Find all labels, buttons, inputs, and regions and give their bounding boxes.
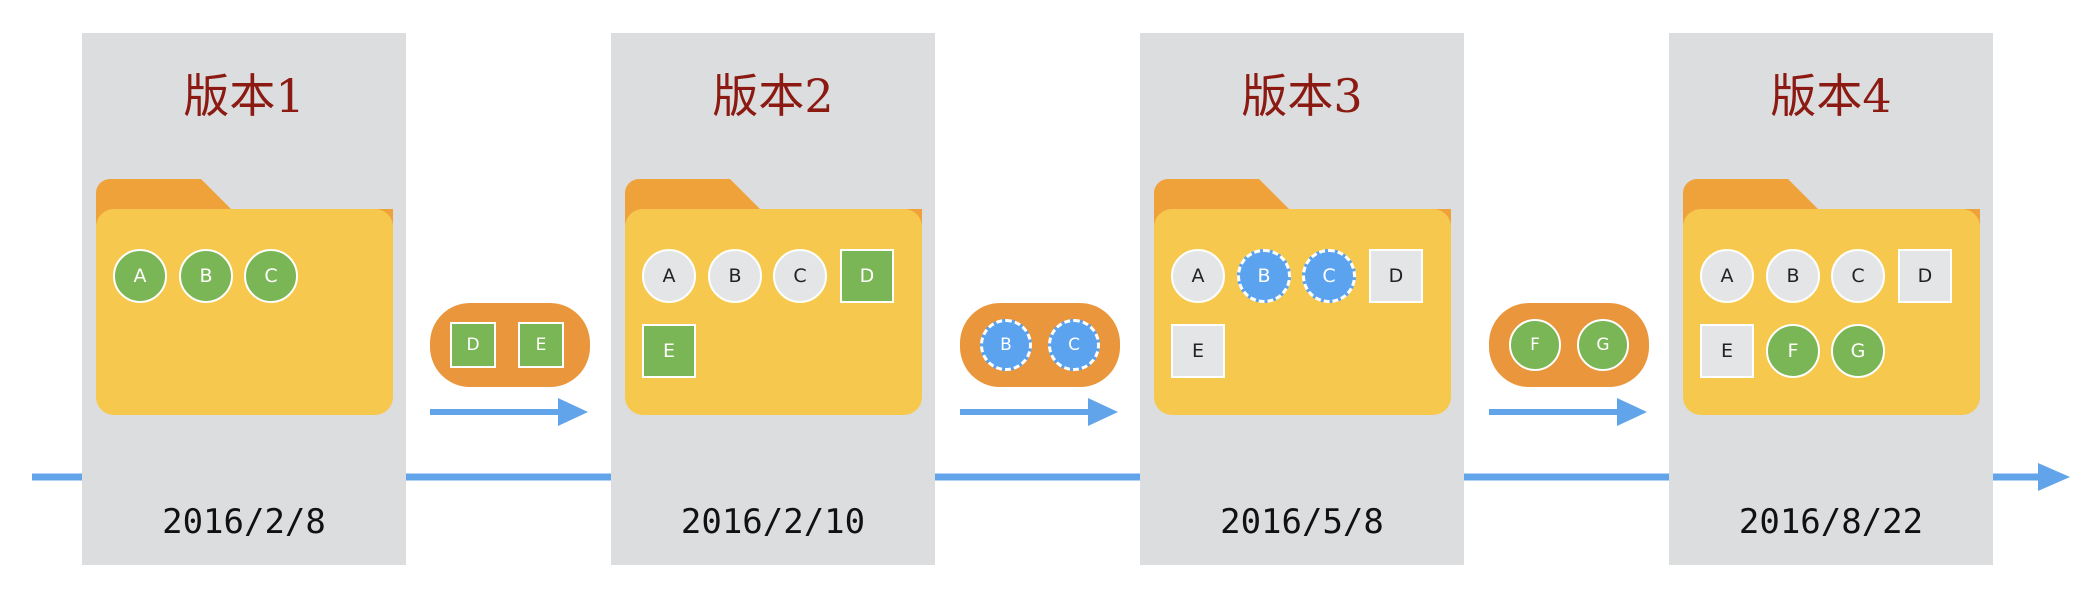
version-date: 2016/5/8: [1140, 505, 1464, 539]
file-circle-b: B: [708, 249, 762, 303]
folder-icon: ABCD EFG: [1683, 179, 1980, 415]
file-circle-f: F: [1766, 324, 1820, 378]
file-circle-b: B: [179, 249, 233, 303]
version-date: 2016/2/8: [82, 505, 406, 539]
folder-icon: ABCD E: [1154, 179, 1451, 415]
change-bubble-1: DE: [430, 303, 590, 387]
change-arrowhead-1: [558, 398, 588, 426]
change-square-e: E: [518, 322, 564, 368]
version-title: 版本1: [82, 73, 406, 119]
version-date: 2016/8/22: [1669, 505, 1993, 539]
version-column-3: 版本3ABCD E 2016/5/8: [1140, 33, 1464, 565]
change-square-d: D: [450, 322, 496, 368]
file-circle-a: A: [1700, 249, 1754, 303]
file-circle-b: B: [1237, 249, 1291, 303]
version-column-1: 版本1ABC 2016/2/8: [82, 33, 406, 565]
version-title: 版本4: [1669, 73, 1993, 119]
version-column-2: 版本2ABCD E 2016/2/10: [611, 33, 935, 565]
folder-body: ABCD E: [625, 209, 922, 415]
folder-body: ABC: [96, 209, 393, 415]
file-circle-c: C: [773, 249, 827, 303]
change-circle-c: C: [1048, 319, 1100, 371]
change-circle-b: B: [980, 319, 1032, 371]
version-column-4: 版本4ABCD EFG 2016/8/22: [1669, 33, 1993, 565]
file-circle-c: C: [1831, 249, 1885, 303]
file-circle-a: A: [1171, 249, 1225, 303]
version-title: 版本3: [1140, 73, 1464, 119]
version-date: 2016/2/10: [611, 505, 935, 539]
change-circle-g: G: [1577, 319, 1629, 371]
file-circle-a: A: [113, 249, 167, 303]
folder-body: ABCD E: [1154, 209, 1451, 415]
change-arrowhead-2: [1088, 398, 1118, 426]
file-circle-b: B: [1766, 249, 1820, 303]
version-title: 版本2: [611, 73, 935, 119]
change-arrowhead-3: [1617, 398, 1647, 426]
change-bubble-2: BC: [960, 303, 1120, 387]
change-bubble-3: FG: [1489, 303, 1649, 387]
file-square-d: D: [1898, 249, 1952, 303]
file-circle-a: A: [642, 249, 696, 303]
file-circle-g: G: [1831, 324, 1885, 378]
file-square-e: E: [642, 324, 696, 378]
file-circle-c: C: [244, 249, 298, 303]
file-circle-c: C: [1302, 249, 1356, 303]
folder-icon: ABC: [96, 179, 393, 415]
folder-icon: ABCD E: [625, 179, 922, 415]
folder-body: ABCD EFG: [1683, 209, 1980, 415]
file-square-d: D: [840, 249, 894, 303]
change-circle-f: F: [1509, 319, 1561, 371]
file-square-e: E: [1700, 324, 1754, 378]
timeline-arrowhead: [2038, 463, 2070, 491]
file-square-d: D: [1369, 249, 1423, 303]
file-square-e: E: [1171, 324, 1225, 378]
